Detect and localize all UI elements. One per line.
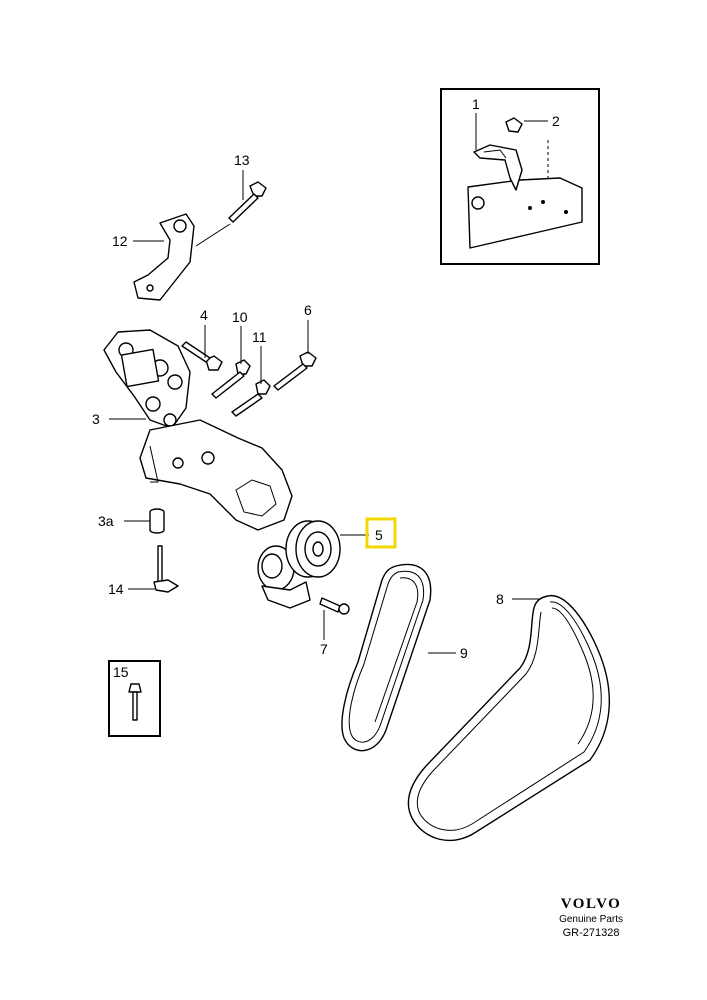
part-8-belt bbox=[407, 595, 611, 842]
part-6-bolt bbox=[273, 320, 317, 391]
part-14-bolt bbox=[128, 545, 179, 593]
callout-7: 7 bbox=[320, 641, 328, 657]
callout-1: 1 bbox=[472, 96, 480, 112]
callout-6: 6 bbox=[304, 302, 312, 318]
part-13-bolt bbox=[228, 170, 267, 223]
part-4-bolt bbox=[181, 325, 223, 371]
brand-block: VOLVO Genuine Parts GR-271328 bbox=[559, 896, 623, 939]
callout-15: 15 bbox=[113, 664, 129, 680]
callout-2: 2 bbox=[552, 113, 560, 129]
callout-5[interactable]: 5 bbox=[375, 527, 383, 543]
part-3a-spacer bbox=[124, 508, 165, 534]
callout-8: 8 bbox=[496, 591, 504, 607]
volvo-logo: VOLVO bbox=[560, 896, 622, 912]
part-7-tensioner bbox=[257, 545, 350, 640]
callout-3: 3 bbox=[92, 411, 100, 427]
part-3-bracket bbox=[103, 329, 293, 531]
part-5-pulley bbox=[285, 520, 369, 578]
part-10-bolt bbox=[211, 326, 251, 399]
brand-subtitle: Genuine Parts bbox=[559, 914, 623, 925]
callout-4: 4 bbox=[200, 307, 208, 323]
callout-11: 11 bbox=[252, 329, 267, 345]
diagram-code: GR-271328 bbox=[562, 927, 620, 939]
part-12-bracket bbox=[133, 213, 231, 301]
callout-3a: 3a bbox=[98, 513, 114, 529]
inset-detail bbox=[440, 88, 600, 265]
part-15-box bbox=[108, 660, 161, 737]
callout-9: 9 bbox=[460, 645, 468, 661]
highlight-box[interactable] bbox=[365, 517, 397, 549]
callout-14: 14 bbox=[108, 581, 124, 597]
callout-12: 12 bbox=[112, 233, 128, 249]
part-9-belt bbox=[341, 563, 456, 752]
callout-10: 10 bbox=[232, 309, 248, 325]
callout-13: 13 bbox=[234, 152, 250, 168]
part-11-bolt bbox=[231, 346, 271, 417]
